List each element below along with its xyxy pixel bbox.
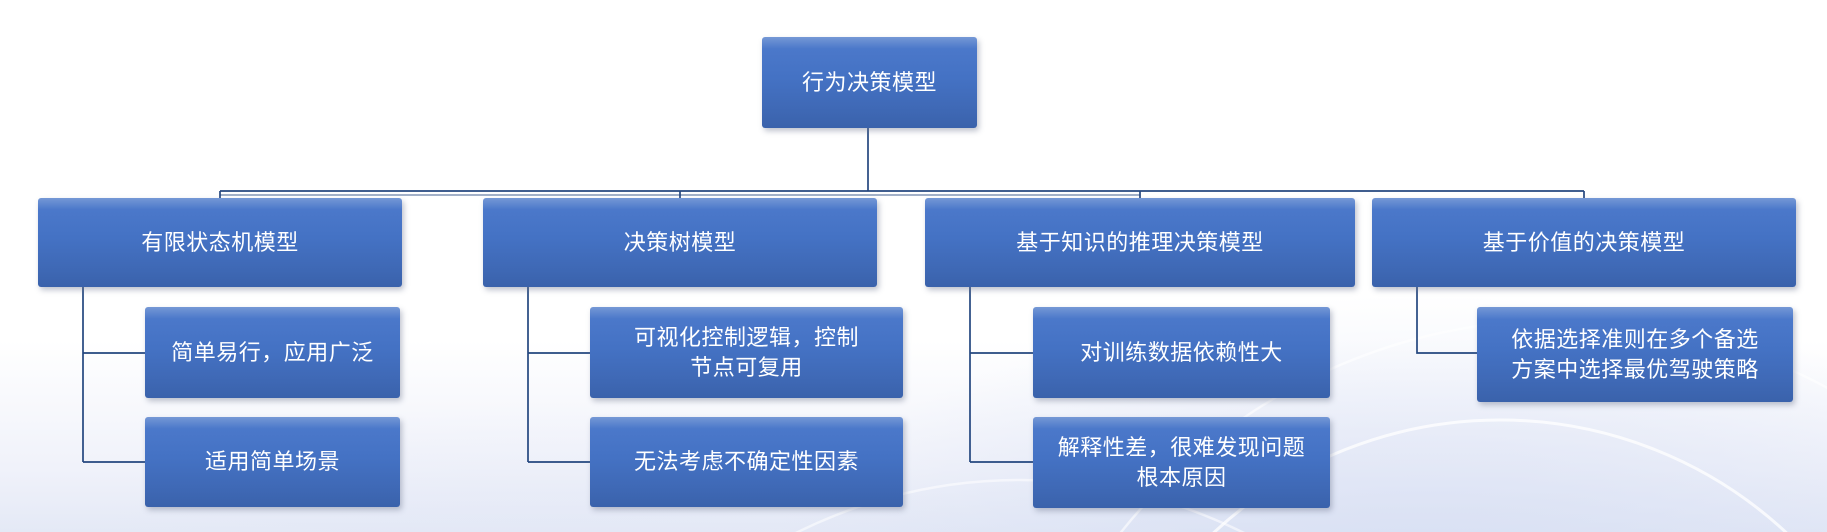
leaf-value-select-optimal-driving-strategy: 依据选择准则在多个备选 方案中选择最优驾驶策略 [1477,307,1793,402]
connector-hanger-branch-3 [969,287,1035,463]
connector-hanger-branch-4 [1416,287,1479,354]
leaf-fsm-simple-scenarios: 适用简单场景 [145,417,400,507]
connector-hanger-branch-1 [82,287,147,463]
leaf-tree-no-uncertainty: 无法考虑不确定性因素 [590,417,903,507]
node-root-behavior-decision-model: 行为决策模型 [762,37,977,128]
node-decision-tree-model: 决策树模型 [483,198,877,287]
node-value-based-model: 基于价值的决策模型 [1372,198,1796,287]
connector-hanger-branch-2 [527,287,592,463]
leaf-knowledge-poor-interpretability: 解释性差，很难发现问题 根本原因 [1033,417,1330,508]
leaf-tree-visual-logic-reusable-nodes: 可视化控制逻辑，控制 节点可复用 [590,307,903,398]
leaf-fsm-simple-widely-used: 简单易行，应用广泛 [145,307,400,398]
tree-connectors [82,128,1585,463]
leaf-knowledge-training-data-dependency: 对训练数据依赖性大 [1033,307,1330,398]
node-knowledge-based-reasoning-model: 基于知识的推理决策模型 [925,198,1355,287]
node-finite-state-machine-model: 有限状态机模型 [38,198,402,287]
